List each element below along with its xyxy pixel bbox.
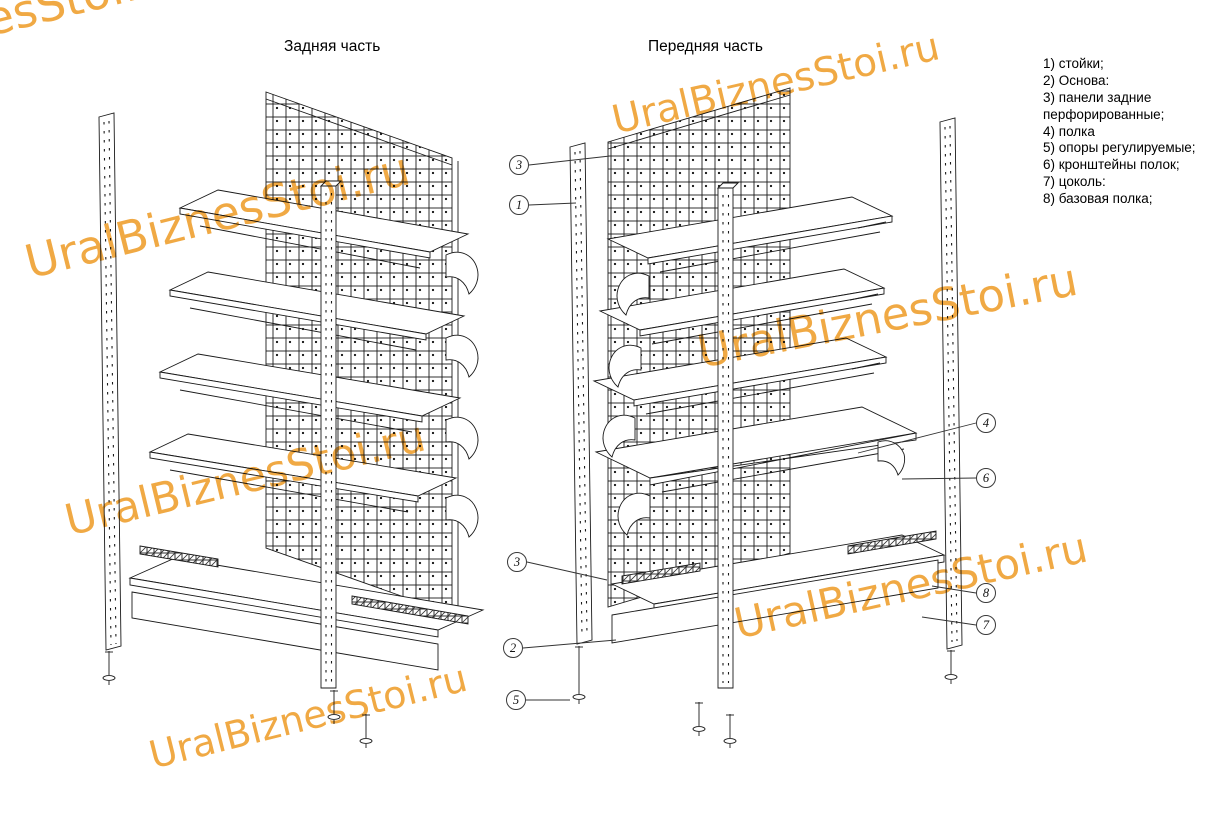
upright-post [716, 182, 740, 689]
callout-plinth: 7 [976, 615, 996, 635]
legend-item-8: 8) базовая полка; [1043, 191, 1153, 206]
leader-line [528, 155, 611, 166]
callout-panel-bottom: 3 [507, 552, 527, 572]
callout-base-shelf: 8 [976, 583, 996, 603]
upright-post [939, 117, 963, 650]
shelf [168, 271, 466, 351]
adjustable-foot [102, 650, 116, 686]
legend-item-3: 3) панели задние перфорированные; [1043, 89, 1165, 122]
shelf-bracket-small [849, 293, 879, 301]
parts-legend: 1) стойки; 2) Основа: 3) панели задние п… [1043, 56, 1219, 208]
legend-item-4: 4) полка [1043, 123, 1095, 139]
leader-line [522, 639, 617, 649]
base-rail [621, 562, 701, 585]
plinth-panel [611, 559, 939, 644]
callout-base: 2 [503, 638, 523, 658]
title-front-view: Передняя часть [648, 38, 763, 55]
callout-foot: 5 [506, 690, 526, 710]
adjustable-foot [944, 649, 958, 685]
legend-item-7: 7) цоколь: [1043, 174, 1106, 190]
callout-panel-top: 3 [509, 155, 529, 175]
leader-line [921, 616, 977, 626]
adjustable-foot [723, 713, 737, 749]
shelf-bracket [877, 440, 906, 476]
front-rack [569, 87, 963, 749]
adjustable-foot [327, 689, 341, 725]
shelf [594, 406, 918, 493]
adjustable-foot [692, 701, 706, 737]
adjustable-foot [359, 713, 373, 749]
upright-post [319, 180, 343, 689]
title-back-view: Задняя часть [284, 38, 381, 55]
shelf [592, 337, 888, 415]
base-rail [139, 545, 219, 568]
leader-line [901, 477, 977, 480]
legend-item-5: 5) опоры регулируемые; [1043, 140, 1196, 156]
leader-line [857, 422, 977, 454]
leader-lines [522, 155, 977, 701]
pegboard-panel [265, 91, 453, 615]
base-rail [351, 595, 469, 625]
adjustable-foot [572, 645, 586, 705]
shelf-bracket-small [851, 362, 881, 370]
callout-post: 1 [509, 195, 529, 215]
shelf [158, 353, 462, 433]
callout-shelf: 4 [976, 413, 996, 433]
base-rail [847, 530, 937, 555]
shelf-bracket-small [857, 221, 887, 229]
shelf [598, 268, 886, 345]
leader-line [526, 561, 608, 581]
legend-item-2: 2) Основа: [1043, 72, 1110, 88]
leader-line [528, 202, 577, 206]
upright-post [569, 142, 593, 645]
legend-item-1: 1) стойки; [1043, 56, 1104, 71]
legend-item-6: 6) кронштейны полок; [1043, 157, 1180, 173]
back-rack [98, 91, 485, 749]
leader-line [931, 585, 977, 594]
shelf [606, 196, 894, 273]
callout-bracket: 6 [976, 468, 996, 488]
upright-post [98, 112, 122, 651]
